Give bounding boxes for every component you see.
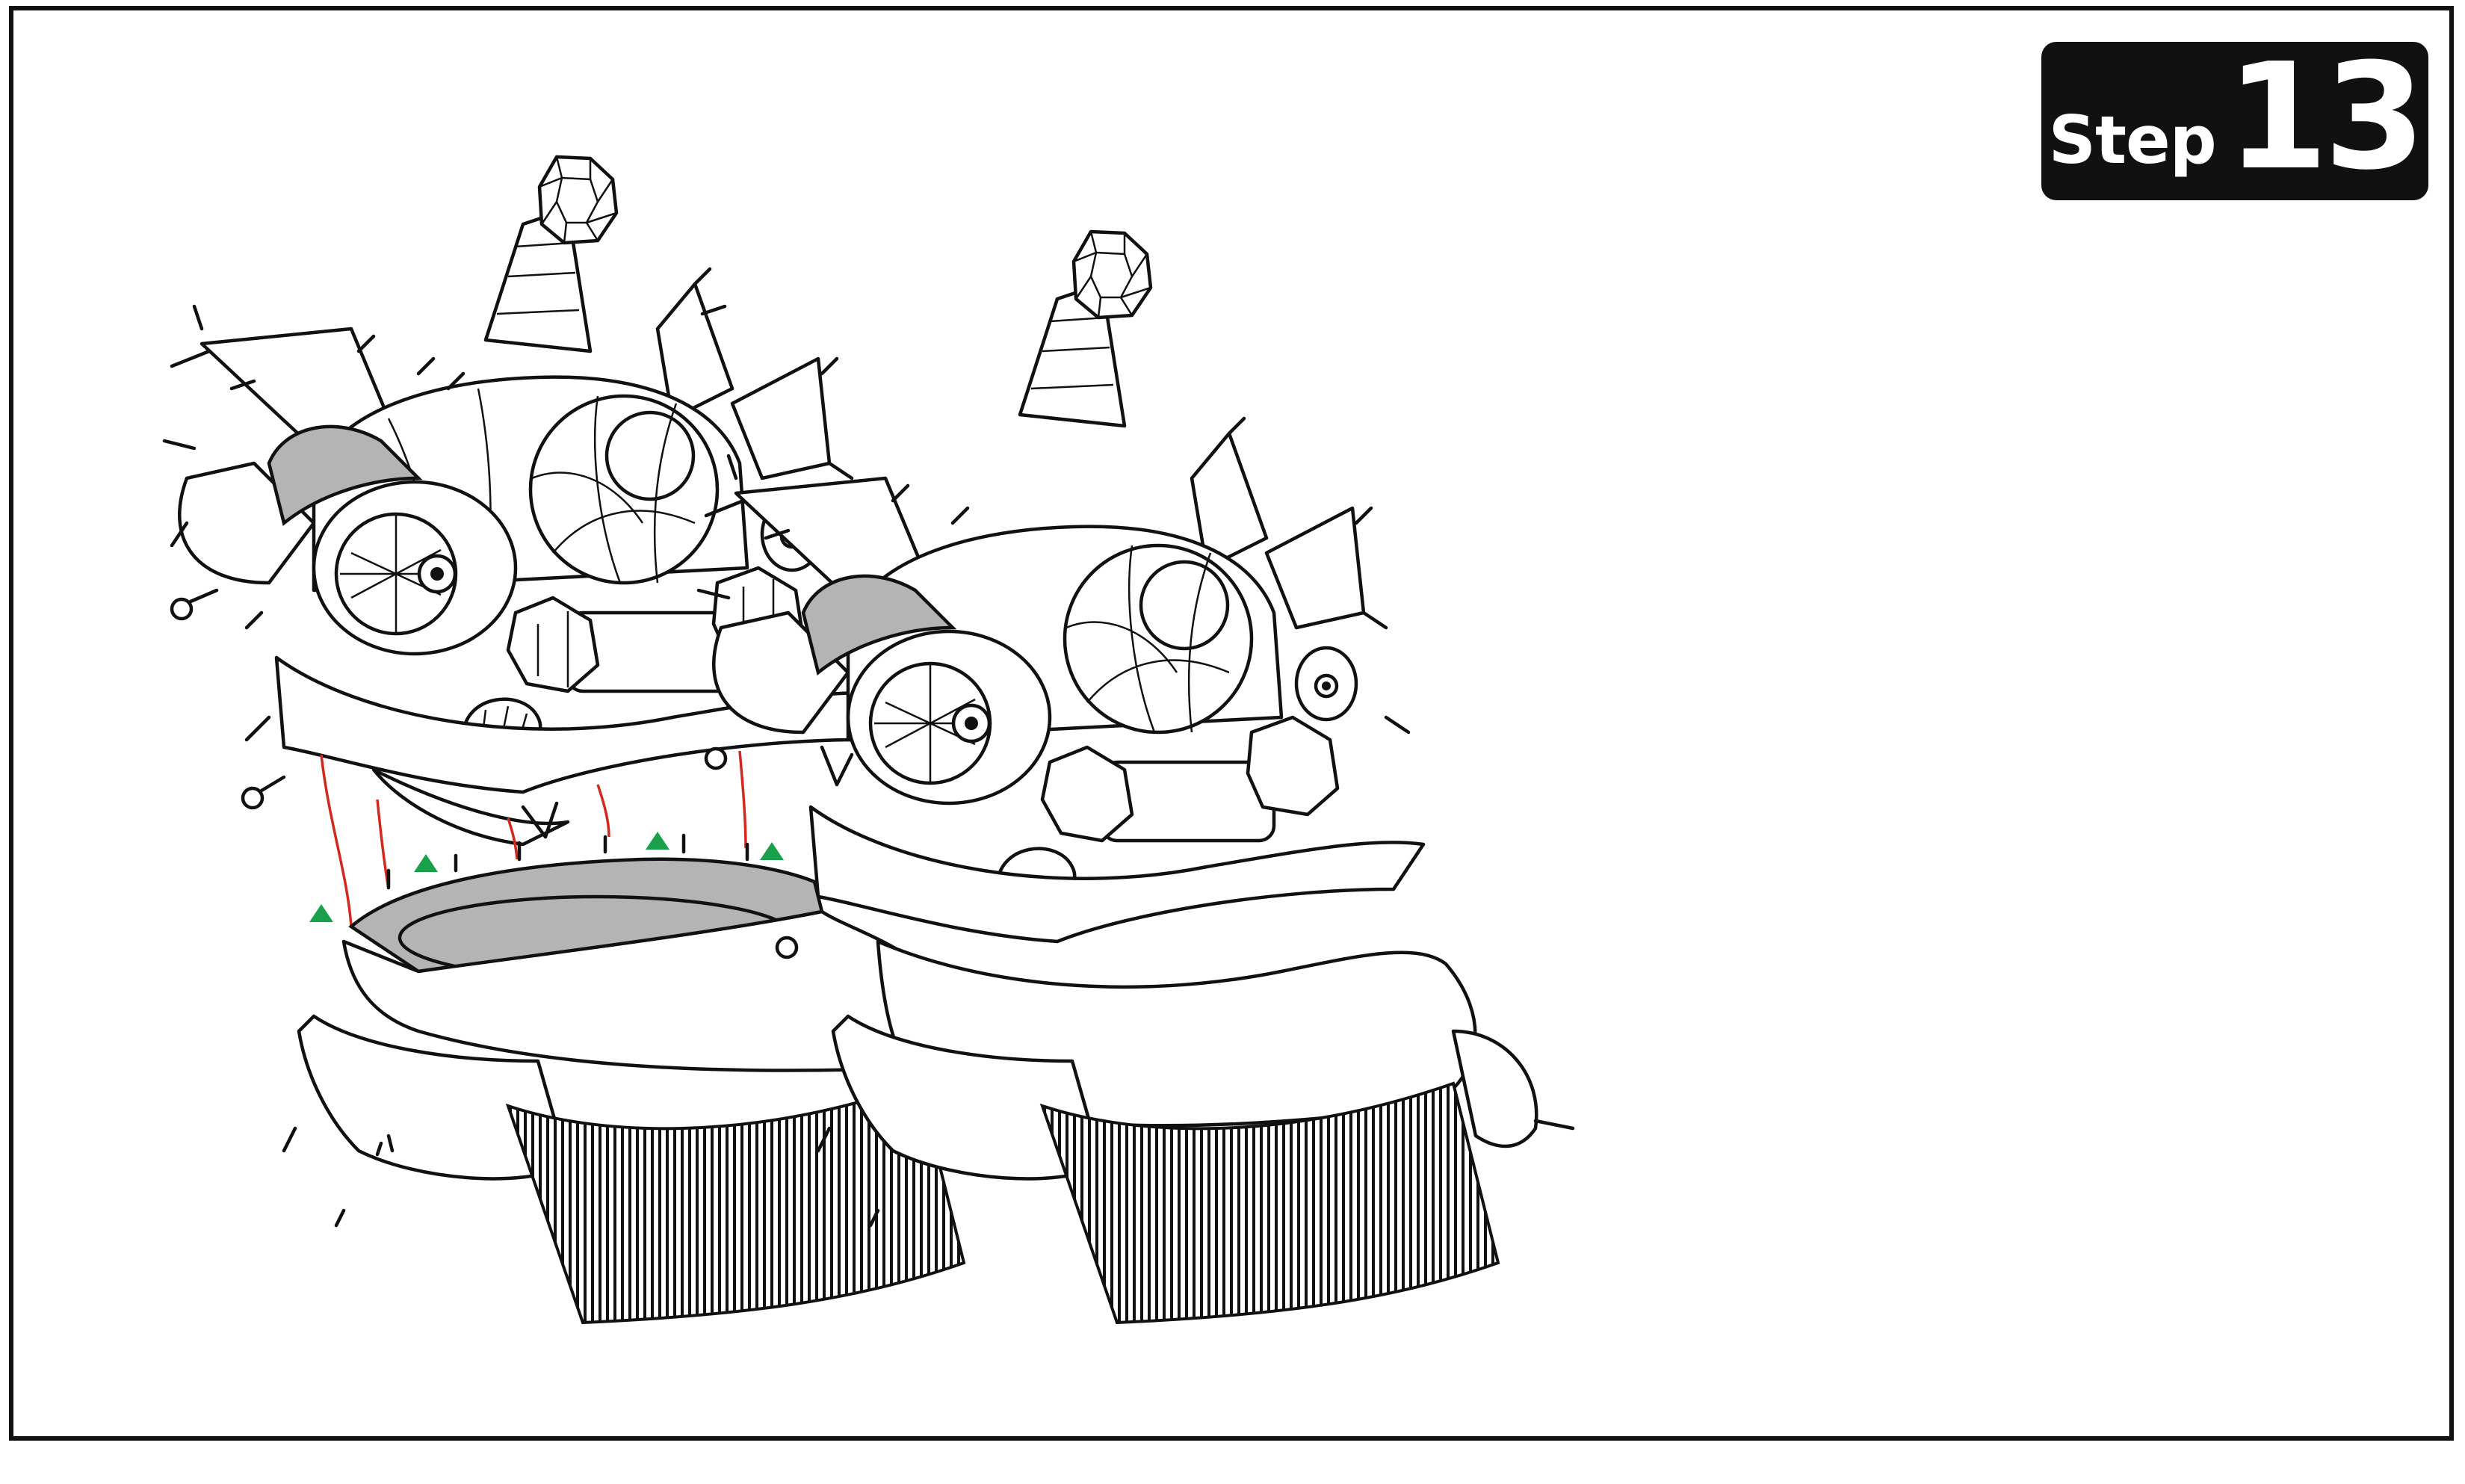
lion-head-assembled: [696, 229, 1575, 1325]
step-label: Step: [2048, 102, 2217, 179]
green-triangle-marker: [309, 832, 784, 922]
gem-icon: [1071, 229, 1153, 320]
fringe-tassels: [505, 1081, 966, 1325]
gem-icon: [537, 155, 619, 245]
step-number: 13: [2226, 32, 2426, 203]
step-badge: Step 13: [2041, 42, 2428, 200]
